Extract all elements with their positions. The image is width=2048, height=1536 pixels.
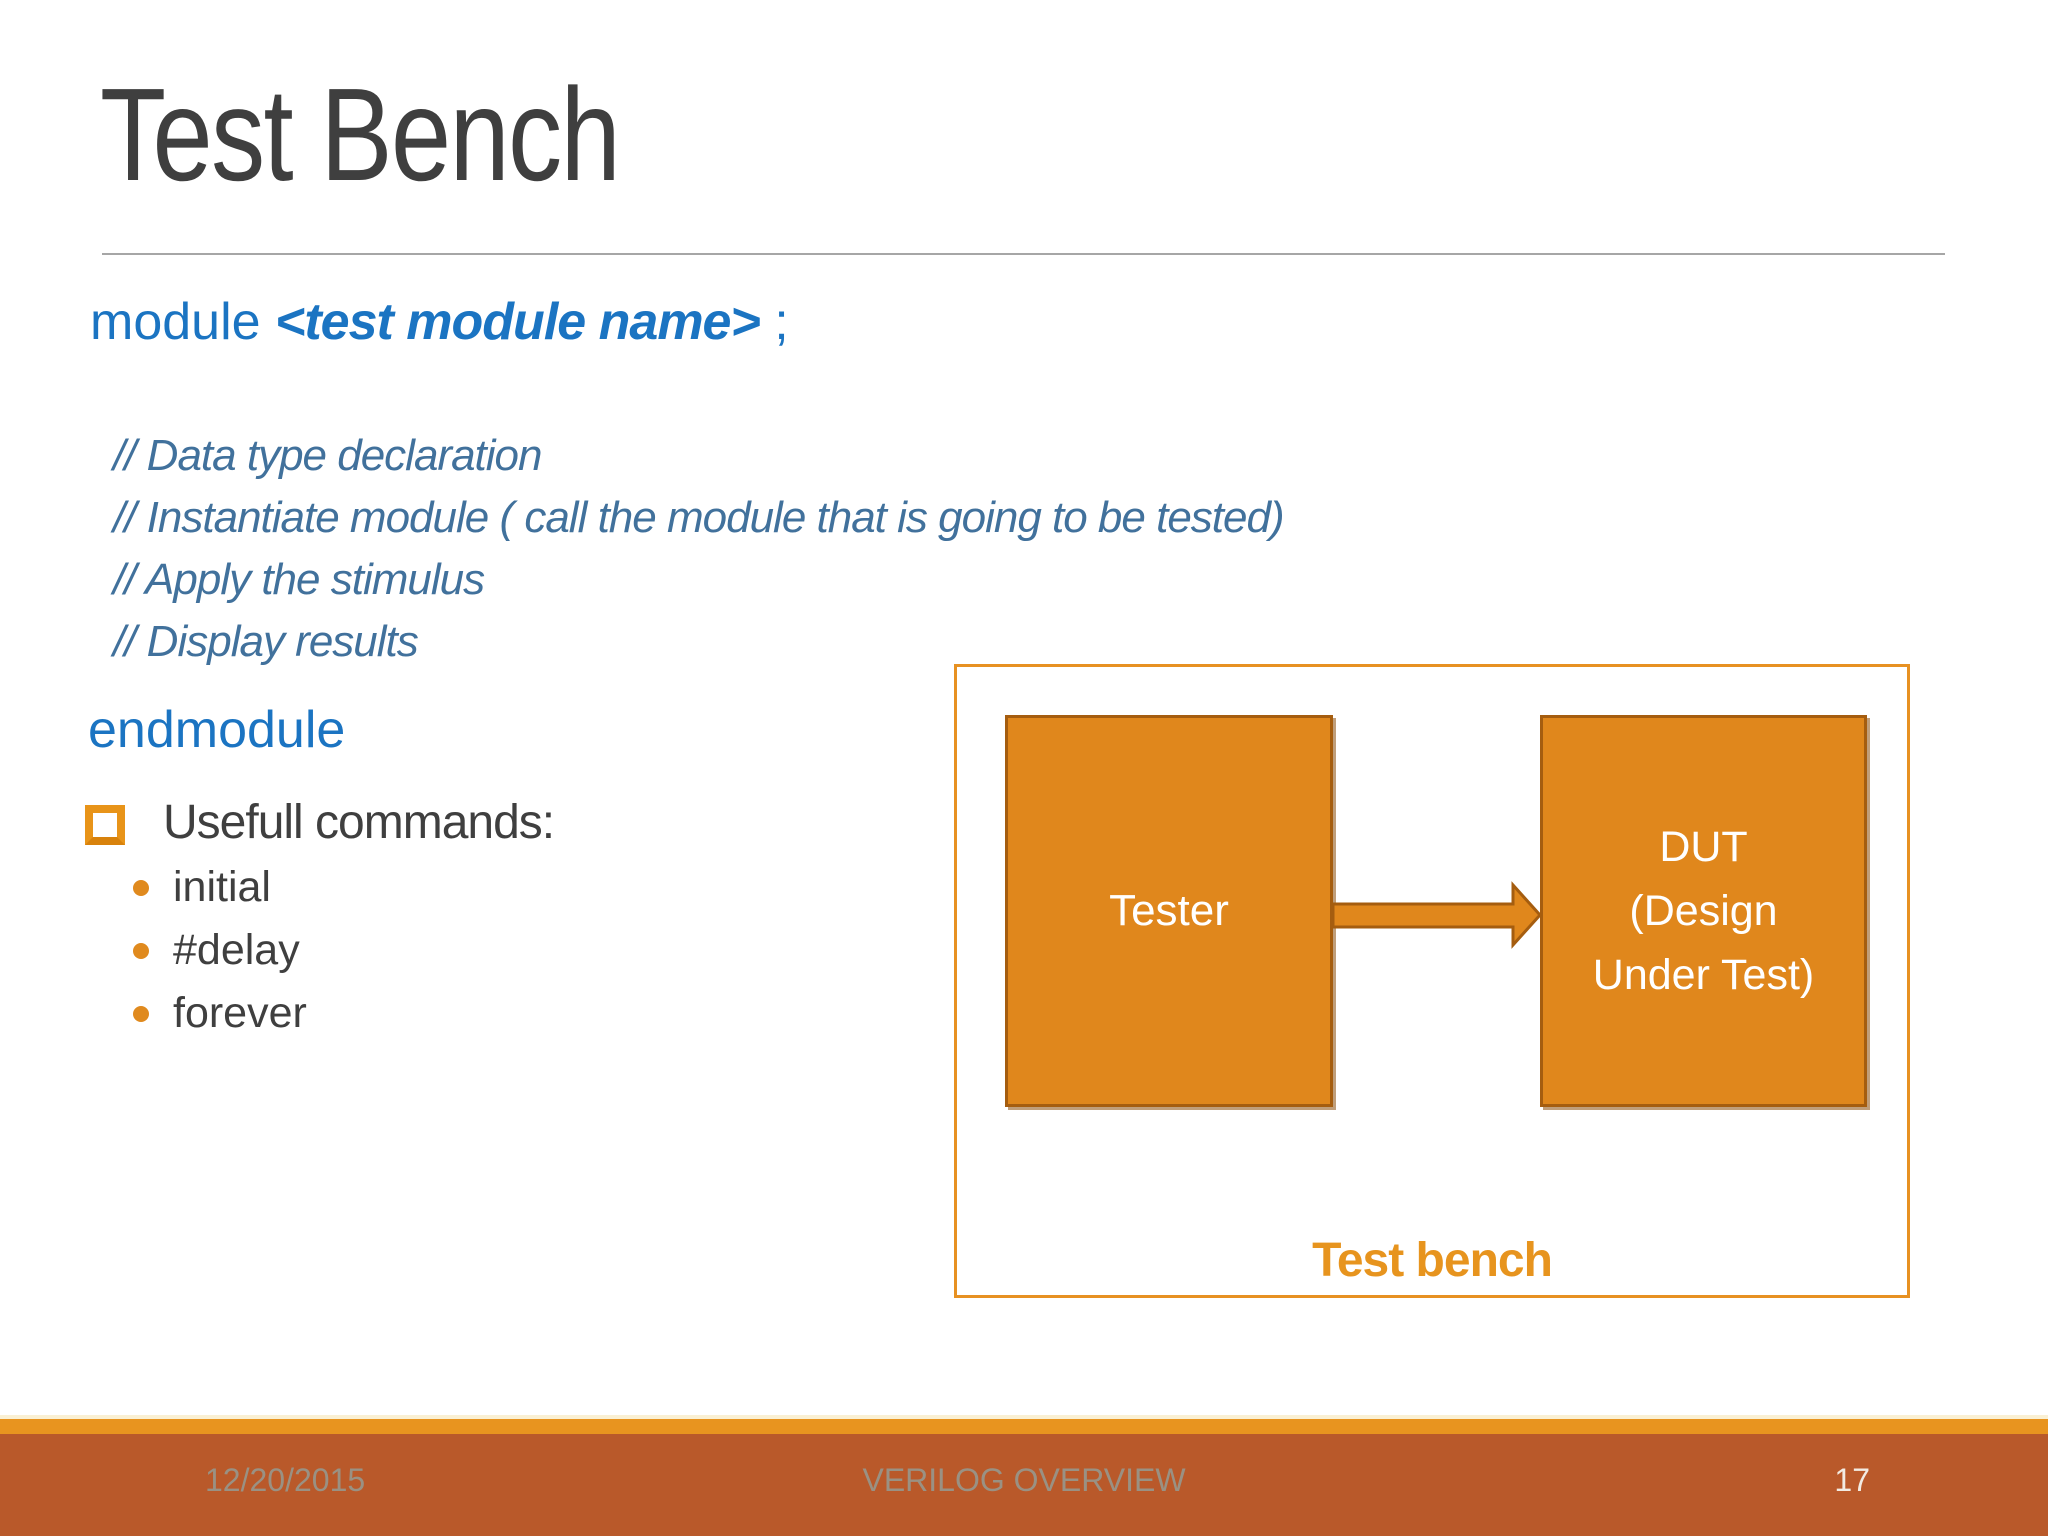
dut-block: DUT (Design Under Test): [1540, 715, 1867, 1107]
commands-list: initial #delay forever: [133, 856, 307, 1045]
footer-title: VERILOG OVERVIEW: [862, 1462, 1186, 1498]
dut-label-line: DUT: [1659, 823, 1748, 871]
bullet-dot-icon: [133, 942, 149, 959]
command-label: initial: [173, 863, 271, 911]
comment-line: // Display results: [113, 617, 419, 666]
comment-line: // Data type declaration: [113, 431, 542, 480]
diagram-caption: Test bench: [1312, 1234, 1553, 1287]
comment-line: // Apply the stimulus: [113, 555, 485, 604]
commands-heading-row: Usefull commands:: [85, 795, 555, 850]
command-label: #delay: [173, 926, 300, 974]
testbench-diagram: Tester DUT (Design Under Test) Test benc…: [954, 664, 1910, 1298]
right-arrow-icon: [1331, 881, 1543, 949]
list-item: initial: [133, 856, 307, 919]
list-item: forever: [133, 982, 307, 1045]
module-semicolon: ;: [759, 293, 789, 351]
module-keyword: module: [90, 293, 275, 351]
footer-accent-line: [0, 1415, 2048, 1419]
command-label: forever: [173, 989, 307, 1037]
checkbox-bullet-icon: [85, 804, 125, 845]
footer-bar: 12/20/2015 VERILOG OVERVIEW 17: [0, 1434, 2048, 1536]
dut-label-line: (Design: [1629, 887, 1778, 935]
footer-orange-band: [0, 1419, 2048, 1434]
bullet-dot-icon: [133, 879, 149, 896]
code-module-line: module <test module name> ;: [90, 292, 789, 352]
comment-line: // Instantiate module ( call the module …: [113, 493, 1285, 542]
commands-heading: Usefull commands:: [163, 796, 555, 849]
code-endmodule: endmodule: [88, 701, 346, 759]
dut-label-line: Under Test): [1592, 951, 1815, 999]
module-placeholder: <test module name>: [275, 293, 761, 351]
dut-label: DUT (Design Under Test): [1593, 815, 1814, 1007]
title-divider: [102, 253, 1945, 256]
bullet-dot-icon: [133, 1005, 149, 1022]
tester-label: Tester: [1109, 886, 1229, 935]
tester-block: Tester: [1005, 715, 1333, 1107]
list-item: #delay: [133, 919, 307, 982]
page-number: 17: [1834, 1462, 1870, 1498]
slide-title: Test Bench: [100, 61, 621, 208]
code-comments: // Data type declaration // Instantiate …: [113, 425, 1285, 673]
footer-date: 12/20/2015: [205, 1462, 366, 1498]
